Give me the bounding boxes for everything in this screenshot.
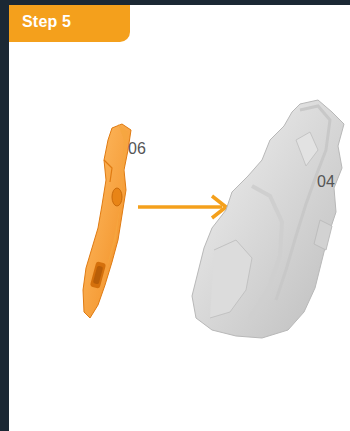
callout-number: 04: [317, 173, 335, 191]
part-04: [192, 100, 344, 338]
step-title: Step 5: [22, 13, 71, 31]
assembly-arrow: [138, 196, 226, 218]
callout-number: 06: [128, 140, 146, 158]
part-06: [83, 124, 131, 318]
